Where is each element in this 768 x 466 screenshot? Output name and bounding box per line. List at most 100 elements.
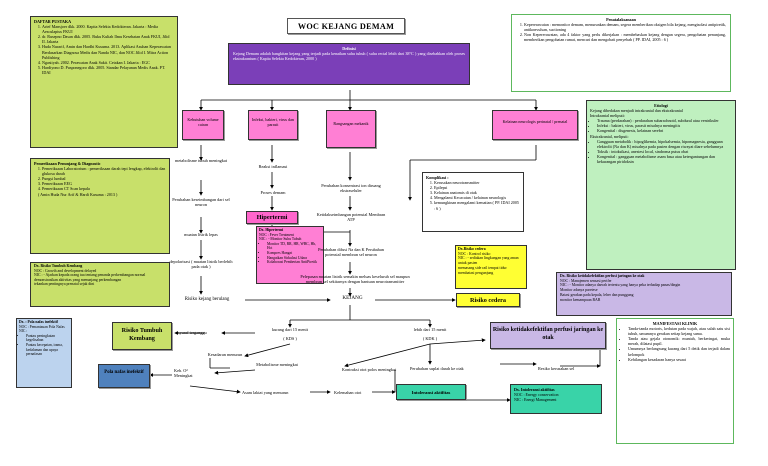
cause-rangsangan-text: Rangsangan mekanik	[333, 121, 369, 126]
dx-intoleransi-box: Dx. Intoleransi aktifitas NOC : Energy c…	[510, 384, 602, 414]
manifestasi-box: MANIFESTASI KLINIK Tanda-tanda motoris, …	[616, 318, 734, 444]
flow-kdk: ( KDK )	[422, 336, 438, 341]
list-item: Hardiyono D. Pusponegoro dkk. 2005. Stan…	[42, 65, 174, 75]
hipertermi-label: Hipertermi	[256, 214, 288, 221]
dx-intoleransi-noc: NOC : Energy conservation	[514, 392, 559, 397]
daftar-pustaka-label: DAFTAR PUSTAKA	[34, 19, 72, 24]
risiko-perfusi-label: Risiko ketidakefektifan perfusi jaringan…	[492, 327, 604, 341]
flow-metabolisme: metabolisme tubuh meningkat	[174, 158, 228, 163]
flow-keb-o2: Keb. O² Meningkat	[174, 368, 193, 379]
pemeriksaan-note: ( Amin Huda Nur Arif & Hardi Kusuma : 20…	[38, 191, 118, 197]
flow-asam: Asam laktat yang menurun	[242, 390, 289, 395]
penatalaksanaan-box: Penatalaksanaan Kepererawatan : memonito…	[511, 14, 731, 92]
flow-pelepasan: Pelepasan muatan listrik semakin meluas …	[300, 274, 410, 285]
list-item: Pemeriksaan CT Scan kepala	[42, 186, 166, 191]
title-box: WOC KEJANG DEMAM	[287, 18, 405, 34]
list-item: Kolaborasi Pemberian AntiPiretik	[267, 260, 321, 265]
daftar-pustaka-list: Arief Mansjoer dkk. 2000. Kapita Selekta…	[34, 24, 174, 75]
list-item: Kepererawatan : memonitor demam, menurun…	[524, 22, 726, 32]
risiko-tumbuh-box: Risiko Tumbuh Kembang	[112, 322, 172, 350]
risiko-tumbuh-label: Risiko Tumbuh Kembang	[121, 327, 163, 342]
risiko-cedera-label: Risiko cedera	[470, 297, 506, 304]
cause-rangsangan: Rangsangan mekanik	[326, 110, 376, 148]
list-item: Pemeriksaan Laboratorium : pemeriksaan d…	[42, 166, 166, 176]
list-item: Epilepsi	[434, 185, 520, 190]
penatalaksanaan-label: Penatalaksanaan	[606, 17, 636, 22]
list-item: Infeksi : bakteri, virus, parasit misaln…	[597, 123, 732, 128]
list-item: Monitor adanya paretese	[560, 288, 598, 293]
dx-hipertermi-nic: NIC : - Monitor Suhu Tubuh	[259, 237, 302, 242]
list-item: Pantau kecepatan, irama, kedalaman dan u…	[26, 343, 69, 357]
flow-kerusakan: Resiko kerusakan sel	[538, 366, 575, 371]
pola-nafas-label: Pola nafas inefektif	[104, 370, 144, 375]
flow-kds: ( KDS )	[283, 336, 297, 341]
intoleransi-label: Intoleransi aktifitas	[411, 390, 451, 395]
list-item: membatasi pengunjung	[458, 270, 494, 275]
list-item: Toksik : intoksikasi, anestesi local, si…	[597, 149, 732, 154]
flow-ketidakseimbangan: Ketidakseimbangan potensial Membran ATP	[316, 212, 386, 223]
manifestasi-list: Tanda-tanda motoris, kedutan pada wajah,…	[620, 326, 730, 362]
dx-perfusi-label: Dx. Risiko ketidakefektifan perfusi jari…	[560, 274, 645, 278]
risiko-perfusi-box: Risiko ketidakefektifan perfusi jaringan…	[490, 322, 606, 349]
risiko-cedera-box: Risiko cedera	[456, 293, 520, 307]
list-item: Huda Nurarif, Amin dan Hardhi Kusuma. 20…	[42, 44, 174, 59]
penatalaksanaan-list: Kepererawatan : memonitor demam, menurun…	[516, 22, 726, 42]
cause-kebutuhan-volume: Kebutuhan volume cairan	[182, 110, 224, 140]
dx-cedera-noc: NOC : Kontrol risiko	[458, 251, 491, 256]
dx-intoleransi-label: Dx. Intoleransi aktifitas	[514, 387, 555, 392]
flow-proses: Proses demam	[260, 190, 286, 195]
pemeriksaan-box: Pemeriksaan Penunjang & Diagnostic Pemer…	[30, 158, 170, 254]
list-item: Hangatkan Sirkulasi Udara	[267, 256, 321, 261]
daftar-pustaka-box: DAFTAR PUSTAKA Arief Mansjoer dkk. 2000.…	[30, 16, 178, 148]
etiologi-intro: Kejang dibedakan menjadi intrakranial da…	[590, 108, 683, 114]
list-item: Ngastiyah. 2002. Perawatan Anak Sakit. C…	[42, 60, 174, 65]
definisi-label: Definisi	[342, 46, 356, 51]
dx-nafas-noc: NOC : Pemantauan Pola Nafas	[19, 324, 65, 329]
flow-difusi: Perubahan difusi Na dan K Perubahan pote…	[318, 247, 384, 258]
dx-tumbuh-nic: NIC : - Ajarkan kepada orang tua tentang…	[34, 273, 146, 278]
flow-lebih15: lebih dari 15 menit	[413, 327, 447, 332]
pemeriksaan-list: Pemeriksaan Laboratorium : pemeriksaan d…	[34, 166, 166, 191]
flow-syaraf: syaraf terganggu	[178, 330, 207, 335]
list-item: Non Kepererawatan, ada 4 faktor yang per…	[524, 32, 726, 42]
dx-cedera-label: Dx.Risiko cedera	[458, 247, 486, 251]
list-item: Batasi gerakan pada kepala, leher dan pu…	[560, 292, 634, 297]
dx-cedera-nic: NIC : - sediakan lingkungan yang aman un…	[458, 256, 519, 266]
dx-nafas-box: Dx. : Pola nafas inefektif NOC : Pemanta…	[16, 318, 72, 388]
list-item: Kompres Hangat	[267, 251, 321, 256]
list-item: Monitor TD, RR, HR, WBC, Hb, Hct	[267, 242, 321, 251]
definisi-box: Definisi Kejang Demam adalah bangkitan k…	[228, 43, 470, 85]
hipertermi-box: Hipertermi	[246, 211, 298, 224]
flow-depolarisasi: depolarisasi ( muatan listrik berlebih p…	[169, 259, 233, 270]
etiologi-intra-label: Intrakranial meliputi:	[590, 113, 625, 119]
flow-berulang: Risiko kejang berulang	[184, 297, 230, 302]
list-item: Pemeriksaan EEG	[42, 181, 166, 186]
pola-nafas-box: Pola nafas inefektif	[98, 364, 150, 388]
list-item: Kongenital : disgenesis, kelainan serebr…	[597, 128, 732, 133]
dx-hipertermi-label: Dx. Hipertermi	[259, 228, 284, 232]
manifestasi-label: MANIFESTASI KLINIK	[652, 321, 698, 326]
flow-perubahan-suplai: Perubahan suplai darah ke otak	[410, 366, 464, 371]
dx-tumbuh-noc: NOC : Growth and development delayed	[34, 268, 97, 273]
dx-cedera-box: Dx.Risiko cedera NOC : Kontrol risiko NI…	[455, 245, 527, 289]
etiologi-box: Etiologi Kejang dibedakan menjadi intrak…	[586, 100, 736, 270]
list-item: memasang side rail tempat tidur	[458, 265, 507, 270]
list-item: Kerusakan neurotransmitter	[434, 180, 520, 185]
dx-hipertermi-noc: NOC : Fever Treatment	[259, 232, 294, 237]
list-item: Pungsi lumbal	[42, 176, 166, 181]
dx-hipertermi-box: Dx. Hipertermi NOC : Fever Treatment NIC…	[256, 226, 324, 284]
cause-kelainan-text: Kelainan neurologis perinatal / prenatal	[502, 119, 568, 124]
flow-perubahan-konsentrasi: Perubahan konsentrasi ion diruang ekstra…	[321, 183, 381, 194]
list-item: Arief Mansjoer dkk. 2000. Kapita Selekta…	[42, 24, 174, 34]
dx-hipertermi-list: Monitor TD, RR, HR, WBC, Hb, Hct Kompres…	[259, 242, 321, 265]
dx-perfusi-nic: NIC : - Monitor adanya daerah tertentu y…	[560, 283, 681, 288]
list-item: Umumnya berlangsung kurang dari 5 detik …	[628, 346, 730, 356]
list-item: dr. Rusepno Dasan dkk. 2005. Buku Kuliah…	[42, 34, 174, 44]
dx-tumbuh-label: Dx. Risiko Tumbuh Kembang	[34, 264, 83, 268]
etiologi-label: Etiologi	[654, 103, 668, 108]
etiologi-extra-label: Ekstrakranial, meliputi:	[590, 133, 629, 139]
list-item: Tanda atau gejala otonomik: muntah, berk…	[628, 336, 730, 346]
dx-perfusi-noc: NOC : Manajemen sensasi perifer	[560, 278, 612, 283]
list-item: tekankan pentingnya prenatal sejak dini	[34, 282, 95, 287]
